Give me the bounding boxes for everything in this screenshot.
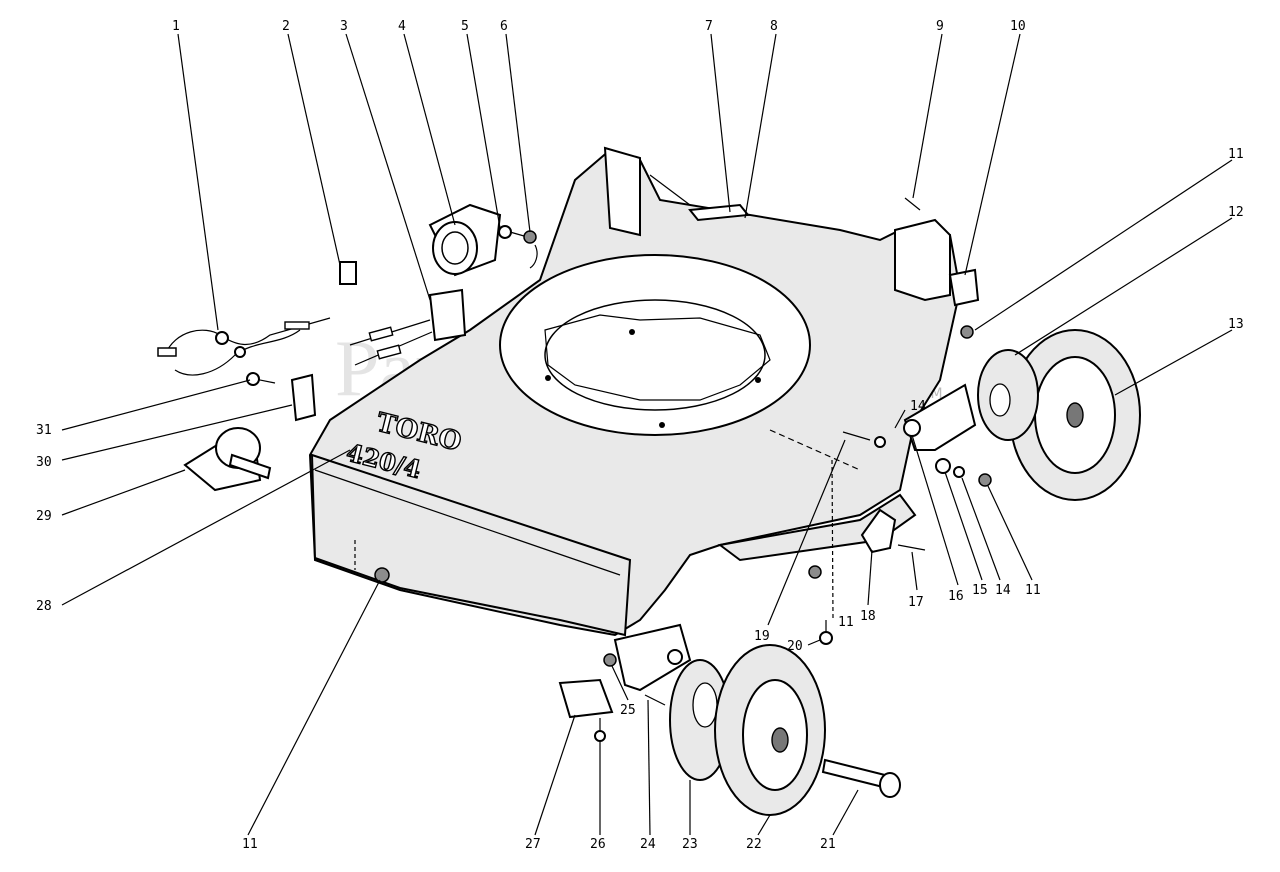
wheel-bracket	[903, 383, 977, 451]
nut	[374, 567, 390, 583]
callout-3: 3	[340, 19, 348, 34]
callout-14: 14	[910, 399, 926, 414]
bolt	[644, 694, 666, 706]
callout-5: 5	[461, 19, 469, 34]
height-adjust-block	[948, 268, 980, 307]
callout-15: 15	[972, 583, 988, 598]
washer	[953, 466, 965, 478]
cable-clip	[339, 261, 357, 285]
callout-11: 11	[242, 837, 258, 852]
callout-14: 14	[995, 583, 1011, 598]
callout-11: 11	[1025, 583, 1041, 598]
washer	[498, 225, 512, 239]
callout-30: 30	[36, 455, 52, 470]
bolt	[842, 431, 871, 441]
callout-10: 10	[1010, 19, 1026, 34]
front-wheel-hubcap	[669, 659, 731, 781]
front-wheel	[714, 644, 826, 816]
rear-wheel-hubcap	[977, 349, 1039, 441]
callout-16: 16	[948, 589, 964, 604]
bracket	[290, 373, 317, 422]
decal	[688, 203, 750, 222]
lower-bracket	[860, 508, 897, 554]
cable-plate	[349, 288, 467, 366]
bolt	[897, 544, 926, 551]
washer	[935, 458, 951, 474]
callout-22: 22	[746, 837, 762, 852]
callout-17: 17	[908, 595, 924, 610]
callout-24: 24	[640, 837, 656, 852]
callout-11: 11	[838, 615, 854, 630]
callout-29: 29	[36, 509, 52, 524]
nut	[960, 325, 974, 339]
callout-2: 2	[282, 19, 290, 34]
callout-12: 12	[1228, 205, 1244, 220]
callout-13: 13	[1228, 317, 1244, 332]
screw	[904, 197, 921, 211]
callout-labels: 1 2 3 4 5 6 7 8 9 10 11 12 13 14 14 11 1…	[36, 19, 1244, 852]
throttle-cable	[157, 317, 331, 376]
callout-6: 6	[500, 19, 508, 34]
callout-9: 9	[936, 19, 944, 34]
callout-31: 31	[36, 423, 52, 438]
rear-wheel	[1009, 329, 1141, 501]
callout-20: 20	[787, 639, 803, 654]
callout-25: 25	[620, 703, 636, 718]
nut	[523, 230, 537, 244]
callout-7: 7	[705, 19, 713, 34]
callout-1: 1	[172, 19, 180, 34]
callout-21: 21	[820, 837, 836, 852]
nut	[808, 565, 822, 579]
axle-bolt	[821, 758, 901, 798]
height-plate	[558, 678, 614, 719]
callout-18: 18	[860, 609, 876, 624]
leader-lines	[61, 33, 1233, 836]
callout-28: 28	[36, 599, 52, 614]
nut	[603, 653, 617, 667]
front-bearing	[183, 427, 272, 492]
mower-deck: TORO 420/4	[308, 146, 962, 637]
nut	[978, 473, 992, 487]
bearing-housing	[428, 203, 502, 277]
callout-26: 26	[590, 837, 606, 852]
front-wheel-bracket	[613, 623, 692, 692]
callout-11: 11	[1228, 147, 1244, 162]
callout-8: 8	[770, 19, 778, 34]
callout-19: 19	[754, 629, 770, 644]
callout-4: 4	[398, 19, 406, 34]
callout-23: 23	[682, 837, 698, 852]
callout-27: 27	[525, 837, 541, 852]
